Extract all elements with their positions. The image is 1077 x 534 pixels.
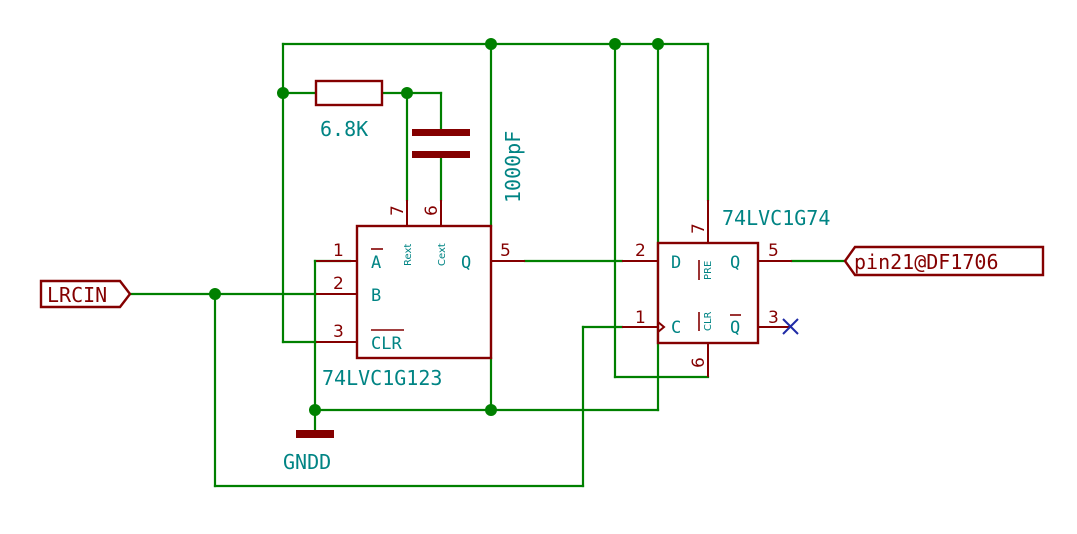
ic-u2-body	[656, 241, 760, 345]
capacitor-plate-top	[412, 129, 470, 136]
resistor[interactable]: 6.8K	[314, 79, 384, 141]
ic-u2-part: 74LVC1G74	[722, 206, 830, 230]
ic-u1[interactable]: 1 2 3 5 7 6 A B CLR Q Rext Cext 74LVC1G1…	[316, 200, 525, 390]
port-input[interactable]: LRCIN	[39, 279, 132, 309]
u1-pinnum-cext: 6	[422, 205, 442, 216]
capacitor[interactable]: 1000pF	[412, 129, 525, 203]
capacitor-value: 1000pF	[501, 131, 525, 203]
ic-u1-body	[355, 224, 493, 360]
ic-u2[interactable]: 2 1 5 3 7 6 D C Q Q PRE CLR 74LVC1G74	[622, 200, 830, 377]
u2-pinnum-q: 5	[768, 241, 779, 261]
u1-pinnum-rext: 7	[388, 205, 408, 216]
junction-dot	[652, 38, 664, 50]
u2-pinname-q: Q	[730, 253, 740, 273]
u1-pinname-q: Q	[461, 253, 471, 273]
u1-pinnum-a: 1	[333, 241, 344, 261]
junctions	[209, 38, 664, 416]
u2-pinname-qbar: Q	[730, 318, 740, 338]
junction-dot	[209, 288, 221, 300]
resistor-body	[314, 79, 384, 107]
u1-pinname-b: B	[371, 286, 381, 306]
u2-pinnum-d: 2	[635, 241, 646, 261]
u2-pinname-d: D	[671, 253, 681, 273]
u2-pinnum-clr: 6	[689, 357, 709, 368]
junction-dot	[485, 38, 497, 50]
u2-clock-marker	[657, 321, 666, 333]
ground-symbol[interactable]: GNDD	[283, 430, 334, 474]
u1-pinname-a: A	[371, 253, 381, 273]
junction-dot	[401, 87, 413, 99]
u2-pinname-clr: CLR	[703, 311, 714, 331]
junction-dot	[277, 87, 289, 99]
u2-pinnum-qbar: 3	[768, 308, 779, 328]
resistor-value: 6.8K	[320, 117, 368, 141]
capacitor-plate-bottom	[412, 151, 470, 158]
ground-label: GNDD	[283, 450, 331, 474]
u2-pinnum-c: 1	[635, 308, 646, 328]
u1-pinname-cext: Cext	[437, 243, 448, 266]
port-output[interactable]: pin21@DF1706	[843, 245, 1045, 277]
junction-dot	[309, 404, 321, 416]
port-input-label: LRCIN	[47, 283, 107, 307]
junction-dot	[609, 38, 621, 50]
u1-pinname-rext: Rext	[403, 244, 414, 266]
u2-pinname-pre: PRE	[703, 261, 714, 280]
junction-dot	[485, 404, 497, 416]
u1-pinnum-b: 2	[333, 274, 344, 294]
u2-pinnum-pre: 7	[689, 223, 709, 234]
u1-pinnum-q: 5	[500, 241, 511, 261]
port-output-label: pin21@DF1706	[854, 250, 999, 274]
port-input-shape	[39, 279, 132, 309]
u1-pinname-clr: CLR	[371, 334, 402, 354]
ground-icon	[296, 430, 334, 438]
u1-pinnum-clr: 3	[333, 322, 344, 342]
port-output-shape	[843, 245, 1045, 277]
no-connect-icon	[782, 318, 799, 335]
wires	[128, 42, 847, 488]
ic-u1-part: 74LVC1G123	[322, 366, 442, 390]
u2-pinname-c: C	[671, 318, 681, 338]
